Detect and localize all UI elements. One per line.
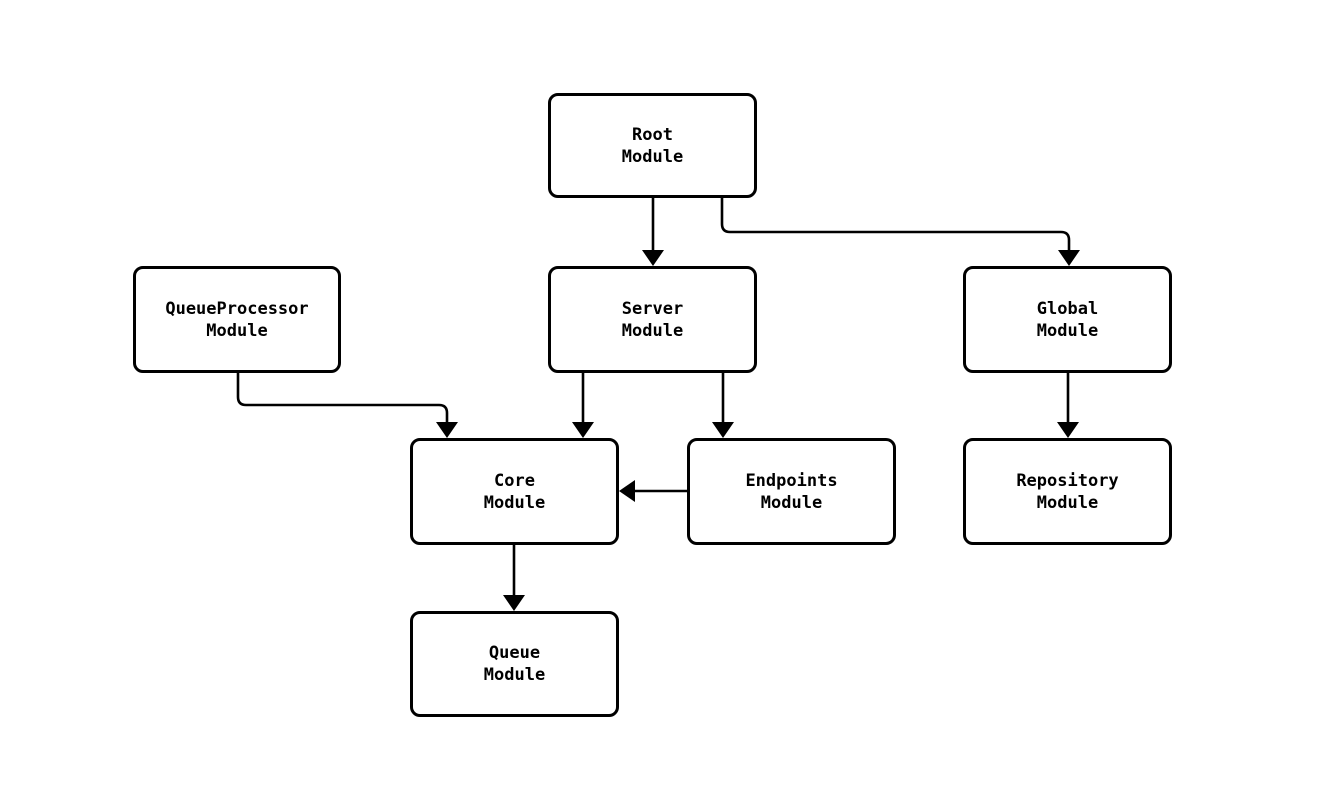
node-label-line: Server: [621, 298, 684, 319]
node-label-line: Module: [621, 146, 684, 167]
node-label-line: Root: [632, 124, 673, 145]
edge-root-to-server: [642, 198, 664, 266]
node-label-line: Queue: [488, 643, 541, 663]
arrowhead-icon: [503, 595, 525, 611]
node-label-line: Module: [483, 665, 546, 685]
node-global-module: Global Module: [963, 266, 1172, 373]
node-queueprocessor-module: QueueProcessor Module: [133, 266, 341, 373]
arrowhead-icon: [712, 422, 734, 438]
node-label-line: QueueProcessor: [165, 298, 309, 319]
edge-server-to-endpoints: [712, 373, 734, 438]
node-label-line: Global: [1036, 298, 1099, 319]
node-label-line: Module: [1036, 492, 1099, 513]
edge-endpoints-to-core: [619, 480, 687, 502]
node-label-line: Module: [1036, 320, 1099, 341]
arrowhead-icon: [572, 422, 594, 438]
edge-queueprocessor-to-core: [236, 373, 458, 438]
node-label-line: Core: [494, 470, 535, 491]
node-label-line: Endpoints: [745, 470, 838, 491]
node-label-line: Module: [206, 320, 268, 341]
arrowhead-icon: [1058, 250, 1080, 266]
edge-core-to-queue: [503, 545, 525, 611]
arrowhead-icon: [642, 250, 664, 266]
node-label-line: Module: [483, 492, 546, 513]
node-label-line: Module: [760, 492, 823, 513]
node-label-line: Module: [621, 320, 684, 341]
arrowhead-icon: [1057, 422, 1079, 438]
node-queue-module: Queue Module: [410, 611, 619, 717]
node-repository-module: Repository Module: [963, 438, 1172, 545]
edge-server-to-core: [572, 373, 594, 438]
node-core-module: Core Module: [410, 438, 619, 545]
edge-global-to-repository: [1057, 373, 1079, 438]
edge-root-to-global: [720, 198, 1080, 266]
node-label-line: Repository: [1016, 470, 1119, 491]
node-endpoints-module: Endpoints Module: [687, 438, 896, 545]
arrowhead-icon: [436, 422, 458, 438]
arrowhead-icon: [619, 480, 635, 502]
node-root-module: Root Module: [548, 93, 757, 198]
node-server-module: Server Module: [548, 266, 757, 373]
